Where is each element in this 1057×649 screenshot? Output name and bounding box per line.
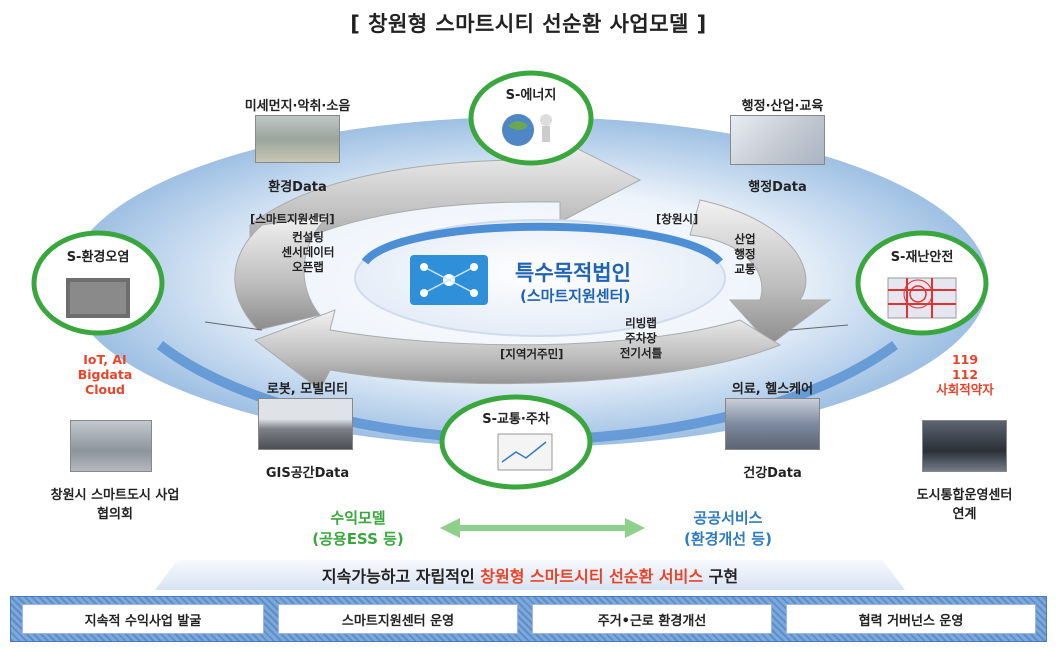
council-line: 창원시 스마트도시 사업 xyxy=(50,488,180,503)
city-line: 교통 xyxy=(734,262,756,276)
city-line: 행정 xyxy=(734,247,756,261)
residents-services: 리빙랩 주차장 전기서틀 xyxy=(606,316,676,361)
emergency-list: 119 112 사회적약자 xyxy=(920,352,1010,397)
diagram-title: [ 창원형 스마트시티 선순환 사업모델 ] xyxy=(350,12,707,36)
public-line: 공공서비스 xyxy=(693,509,763,527)
bridge-photo xyxy=(258,398,353,450)
center-ellipse xyxy=(354,219,726,337)
city-aerial-photo xyxy=(70,420,152,472)
goal-banner: 지속가능하고 자립적인 창원형 스마트시티 선순환 서비스 구현 xyxy=(155,560,905,590)
node-disaster-ring xyxy=(855,230,989,336)
profit-line: (공용ESS 등) xyxy=(312,530,404,548)
public-service-model: 공공서비스 (환경개선 등) xyxy=(648,508,808,550)
support-center-services: 컨설팅 센서데이터 오픈랩 xyxy=(268,230,348,275)
support-center-label: [스마트지원센터] xyxy=(250,212,335,226)
ops-line: 연계 xyxy=(952,507,977,522)
residents-line: 리빙랩 xyxy=(625,316,657,330)
strategy-box-4: 협력 거버넌스 운영 xyxy=(786,604,1036,634)
residents-label: [지역거주민] xyxy=(500,347,564,361)
node-energy-label: S-에너지 xyxy=(505,88,557,103)
tech-line: Cloud xyxy=(85,382,125,397)
center-title: 특수목적법인 xyxy=(515,261,631,285)
emergency-line: 119 xyxy=(951,352,979,367)
support-line: 오픈랩 xyxy=(292,260,324,274)
banner-highlight: 창원형 스마트시티 선순환 서비스 xyxy=(480,567,704,586)
support-line: 컨설팅 xyxy=(292,230,324,244)
medical-top-label: 의료, 헬스케어 xyxy=(731,382,814,397)
public-line: (환경개선 등) xyxy=(684,530,772,548)
ops-text: 도시통합운영센터 연계 xyxy=(882,484,1047,522)
node-environment-ring xyxy=(31,230,165,336)
emergency-line: 112 xyxy=(951,367,979,382)
health-data-label: 건강Data xyxy=(743,466,802,481)
admin-map-photo xyxy=(730,115,825,165)
operations-center-photo xyxy=(922,420,1007,472)
admin-data-label: 행정Data xyxy=(748,180,807,195)
node-environment-label: S-환경오염 xyxy=(66,250,130,265)
council-text: 창원시 스마트도시 사업 협의회 xyxy=(20,484,210,522)
network-person-icon xyxy=(410,255,488,305)
banner-prefix: 지속가능하고 자립적인 xyxy=(321,567,481,586)
profit-model: 수익모델 (공용ESS 등) xyxy=(278,508,438,550)
strategy-box-2: 스마트지원센터 운영 xyxy=(278,604,518,634)
strategy-box-1: 지속적 수익사업 발굴 xyxy=(22,604,264,634)
profit-line: 수익모델 xyxy=(330,509,386,527)
cycle-arrow-right xyxy=(689,199,832,346)
env-field-photo xyxy=(255,115,340,163)
node-traffic-ring xyxy=(439,394,593,490)
tech-list: IoT, AI Bigdata Cloud xyxy=(60,352,150,397)
residents-line: 전기서틀 xyxy=(619,346,663,360)
hospital-photo xyxy=(725,398,820,450)
cycle-arrow-top xyxy=(249,139,642,272)
node-disaster-label: S-재난안전 xyxy=(890,250,954,265)
cycle-arrow-bottom xyxy=(253,309,782,391)
env-top-label: 미세먼지·악취·소음 xyxy=(244,99,351,114)
banner-suffix: 구현 xyxy=(703,567,739,586)
env-data-label: 환경Data xyxy=(268,180,327,195)
residents-line: 주차장 xyxy=(625,331,657,345)
ops-line: 도시통합운영센터 xyxy=(916,488,1013,503)
robot-top-label: 로봇, 모빌리티 xyxy=(266,382,349,397)
cycle-arrow-left xyxy=(234,214,332,331)
emergency-line: 사회적약자 xyxy=(936,382,994,397)
council-line: 협의회 xyxy=(97,507,133,522)
strategy-box-3: 주거•근로 환경개선 xyxy=(532,604,772,634)
support-line: 센서데이터 xyxy=(281,245,335,259)
admin-top-label: 행정·산업·교육 xyxy=(741,99,824,114)
city-services: 산업 행정 교통 xyxy=(720,232,770,277)
city-line: 산업 xyxy=(734,232,756,246)
tech-line: Bigdata xyxy=(77,367,133,382)
gis-data-label: GIS공간Data xyxy=(265,466,350,481)
node-traffic-label: S-교통·주차 xyxy=(482,412,550,427)
tech-line: IoT, AI xyxy=(83,352,127,367)
center-subtitle: (스마트지원센터) xyxy=(520,287,631,305)
city-label: [창원시] xyxy=(656,212,699,226)
node-energy-ring xyxy=(468,70,594,166)
